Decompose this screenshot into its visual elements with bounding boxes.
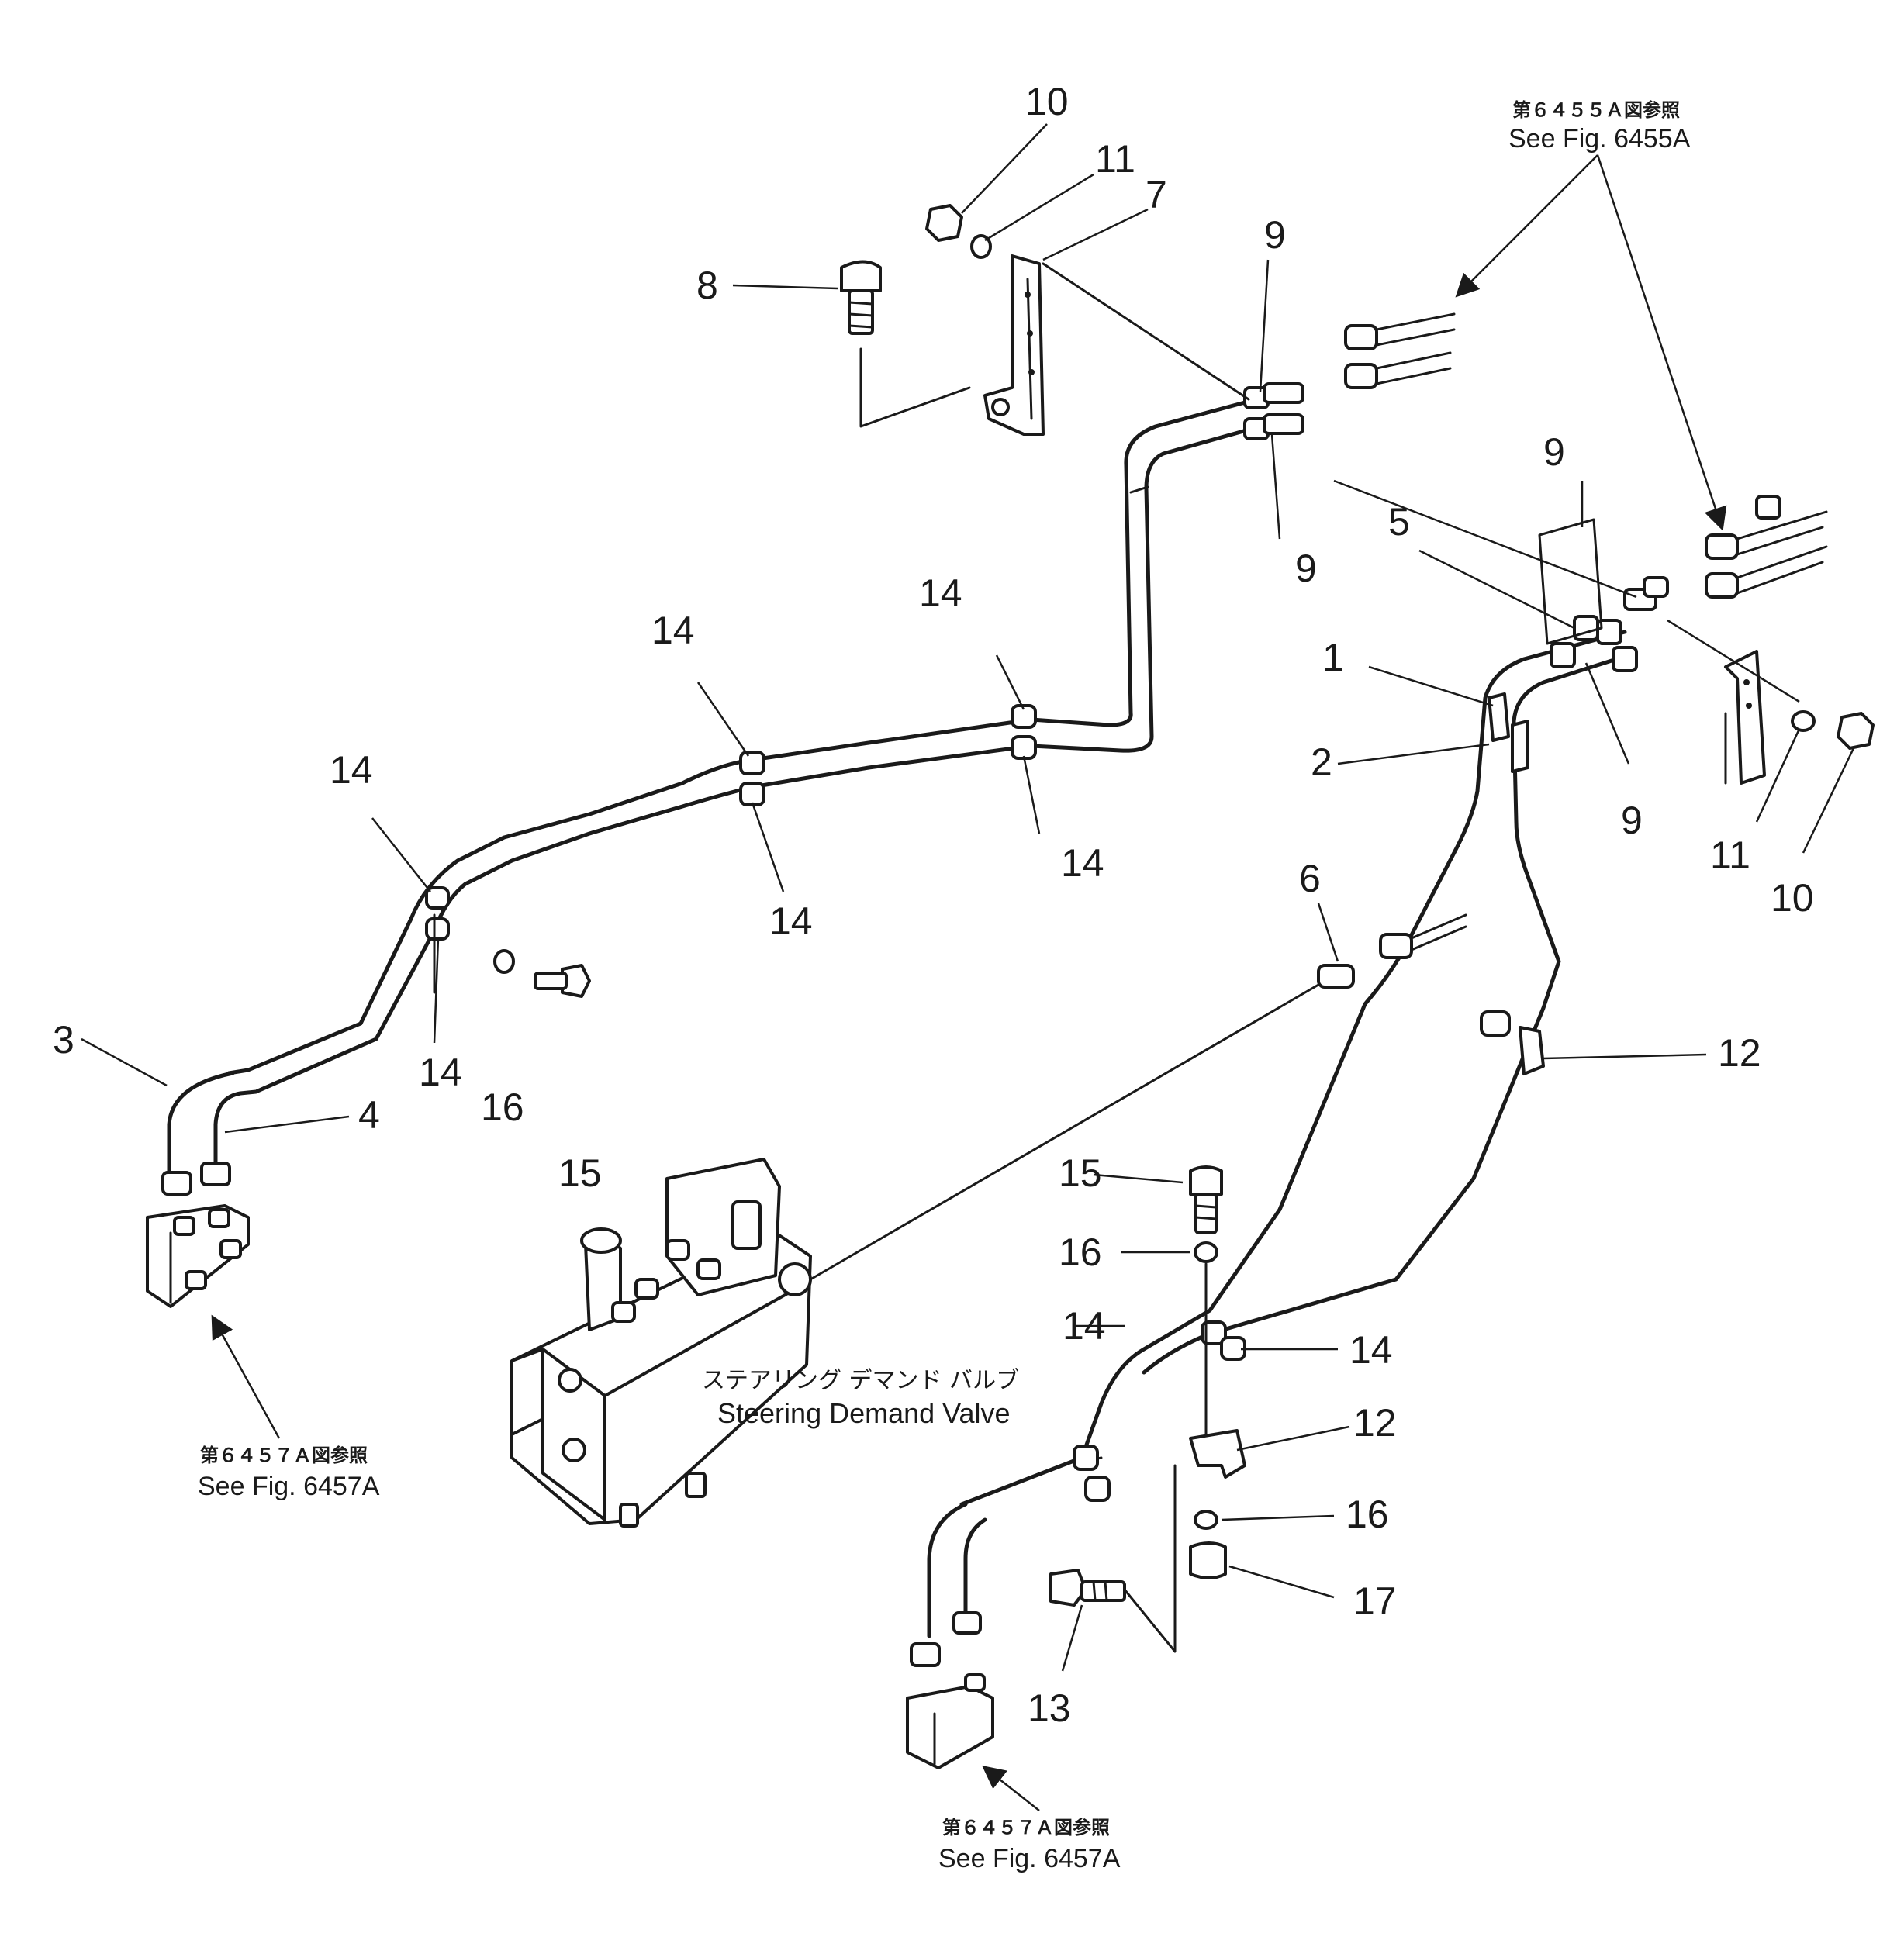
callout-15: 15 bbox=[1059, 1151, 1102, 1195]
reference-label-bottom: 第６４５７Ａ図参照 See Fig. 6457A bbox=[938, 1817, 1121, 1873]
callout-11: 11 bbox=[1095, 137, 1135, 181]
ref-left-jp: 第６４５７Ａ図参照 bbox=[200, 1445, 368, 1466]
reference-arrows bbox=[211, 154, 1727, 1811]
right-bolt-washer bbox=[1189, 1165, 1246, 1579]
bolt-13 bbox=[1049, 1464, 1177, 1653]
ref-top-right-jp: 第６４５５Ａ図参照 bbox=[1512, 99, 1680, 121]
callout-14: 14 bbox=[651, 609, 695, 652]
top-right-reference-fittings bbox=[1344, 312, 1828, 599]
callout-14: 14 bbox=[419, 1051, 462, 1094]
callout-10: 10 bbox=[1025, 80, 1069, 123]
callout-8: 8 bbox=[696, 264, 718, 307]
callout-16: 16 bbox=[1346, 1493, 1389, 1536]
callout-7: 7 bbox=[1146, 173, 1167, 216]
right-bracket-assembly bbox=[1724, 650, 1875, 785]
callout-14: 14 bbox=[769, 899, 813, 943]
callout-6: 6 bbox=[1299, 857, 1321, 900]
callout-13: 13 bbox=[1028, 1686, 1071, 1730]
bottom-reference-block bbox=[906, 1611, 994, 1769]
right-pipe-run bbox=[927, 630, 1631, 1638]
upper-pipe-fittings bbox=[161, 382, 1304, 1196]
callout-numbers: 10 11 7 8 9 9 9 9 5 1 2 11 10 6 12 14 14… bbox=[53, 80, 1814, 1730]
callout-14: 14 bbox=[919, 571, 962, 615]
steering-demand-valve bbox=[510, 1158, 812, 1528]
callout-9: 9 bbox=[1621, 799, 1643, 842]
callout-5: 5 bbox=[1388, 500, 1410, 544]
valve-label-en: Steering Demand Valve bbox=[717, 1397, 1011, 1429]
tube-6 bbox=[809, 913, 1467, 1281]
ref-top-right-en: See Fig. 6455A bbox=[1508, 124, 1691, 154]
left-reference-block bbox=[146, 1204, 250, 1308]
callout-2: 2 bbox=[1311, 740, 1332, 784]
ref-left-en: See Fig. 6457A bbox=[198, 1472, 380, 1501]
valve-label-jp: ステアリング デマンド バルブ bbox=[702, 1367, 1019, 1394]
callout-14: 14 bbox=[1349, 1328, 1393, 1372]
callout-17: 17 bbox=[1353, 1579, 1397, 1623]
callout-14: 14 bbox=[1063, 1304, 1106, 1348]
callout-1: 1 bbox=[1322, 636, 1344, 679]
callout-16: 16 bbox=[1059, 1231, 1102, 1274]
reference-label-left: 第６４５７Ａ図参照 See Fig. 6457A bbox=[198, 1445, 380, 1501]
left-bolt-washer bbox=[433, 913, 591, 998]
callout-9: 9 bbox=[1295, 547, 1317, 590]
leader-lines bbox=[81, 123, 1855, 1672]
callout-3: 3 bbox=[53, 1018, 74, 1062]
callout-4: 4 bbox=[358, 1093, 380, 1137]
callout-10: 10 bbox=[1771, 876, 1814, 920]
callout-14: 14 bbox=[1061, 841, 1104, 885]
callout-16: 16 bbox=[481, 1086, 524, 1129]
callout-11: 11 bbox=[1710, 834, 1750, 877]
top-bracket-assembly bbox=[840, 204, 1250, 436]
callout-12: 12 bbox=[1718, 1031, 1761, 1075]
ref-bottom-jp: 第６４５７Ａ図参照 bbox=[942, 1817, 1110, 1838]
reference-label-top-right: 第６４５５Ａ図参照 See Fig. 6455A bbox=[1508, 99, 1691, 154]
callout-14: 14 bbox=[330, 748, 373, 792]
ref-bottom-en: See Fig. 6457A bbox=[938, 1844, 1121, 1873]
callout-9: 9 bbox=[1264, 213, 1286, 257]
callout-9: 9 bbox=[1543, 430, 1565, 474]
callout-12: 12 bbox=[1353, 1401, 1397, 1445]
upper-pipe-clamps bbox=[425, 704, 1037, 941]
callout-15: 15 bbox=[558, 1151, 602, 1195]
valve-label: ステアリング デマンド バルブ Steering Demand Valve bbox=[702, 1367, 1019, 1429]
